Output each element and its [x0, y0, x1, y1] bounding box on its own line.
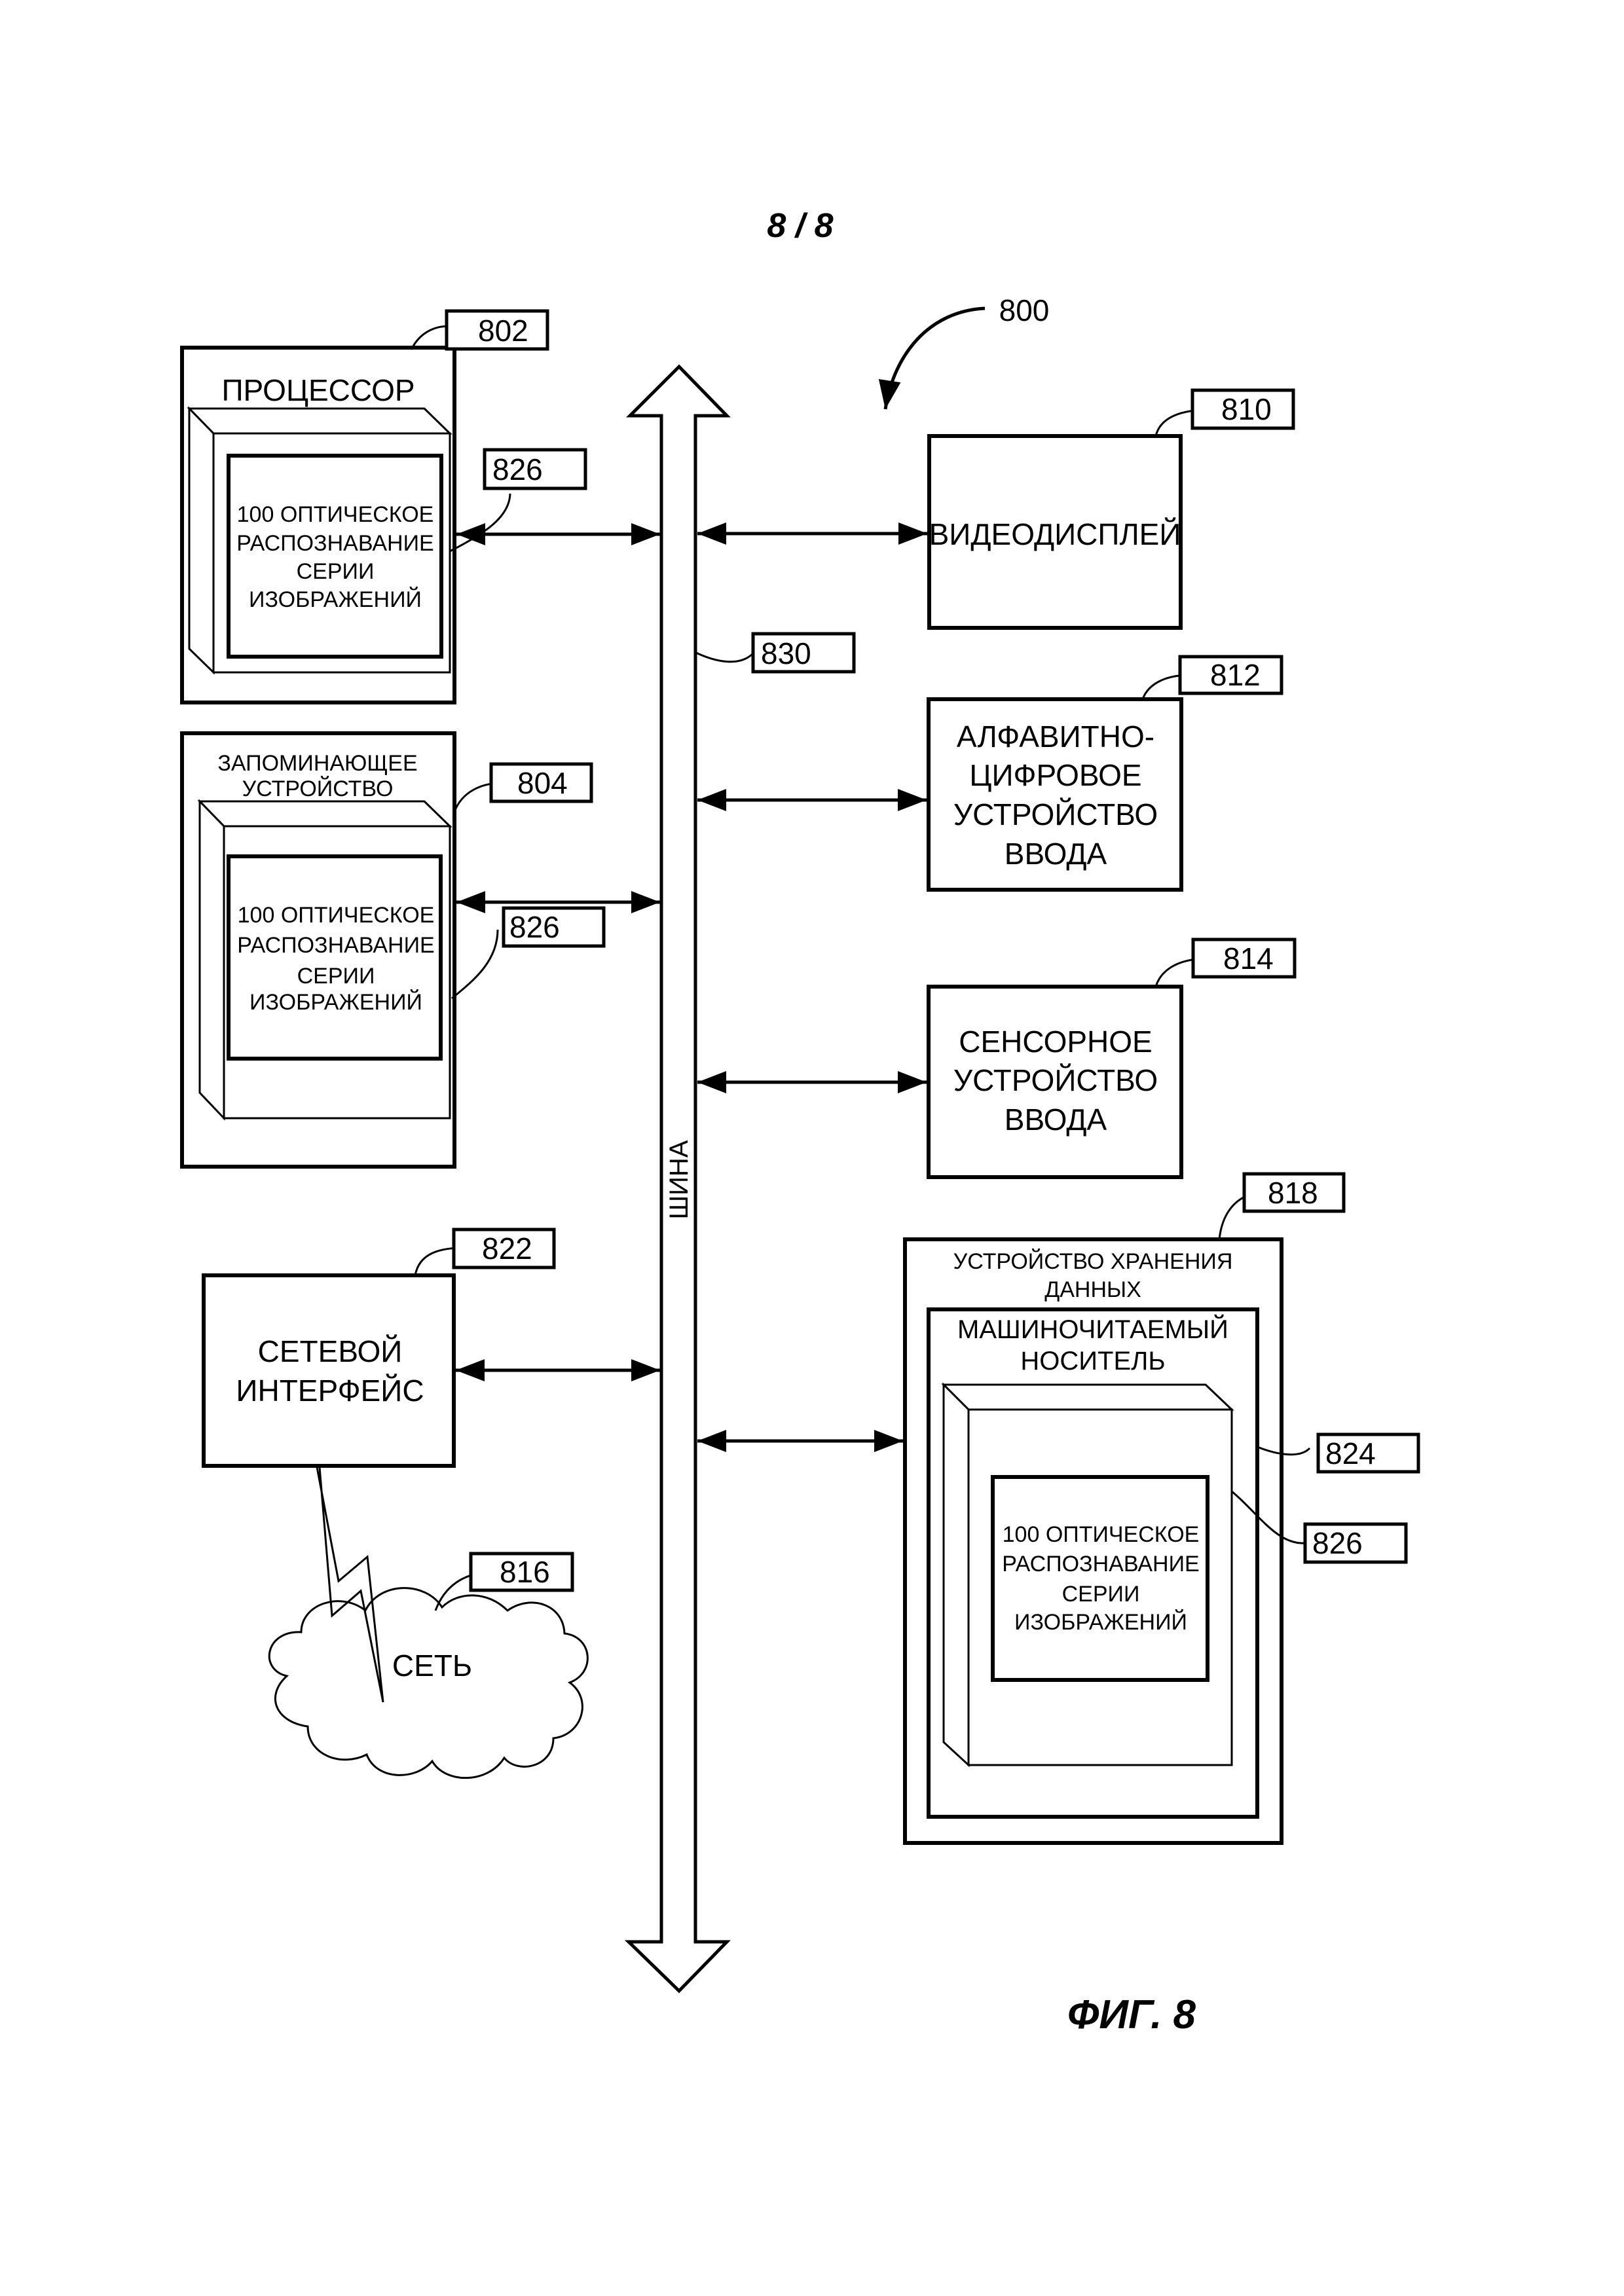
memory-title-line-2: УСТРОЙСТВО [242, 776, 394, 801]
processor-module-ref-label: 826 [492, 452, 543, 486]
touch-input-ref-label: 814 [1223, 941, 1274, 975]
alphanumeric-input-line-2: ЦИФРОВОЕ [969, 758, 1141, 792]
memory-title-line-1: ЗАПОМИНАЮЩЕЕ [217, 751, 417, 776]
alphanumeric-input-line-4: ВВОДА [1005, 837, 1107, 871]
storage-module-line-1: 100 ОПТИЧЕСКОЕ [1003, 1522, 1200, 1547]
alphanumeric-input-block: АЛФАВИТНО- ЦИФРОВОЕ УСТРОЙСТВО ВВОДА [929, 699, 1181, 890]
data-storage-title-line-2: ДАННЫХ [1044, 1277, 1141, 1302]
memory-module-line-1: 100 ОПТИЧЕСКОЕ [238, 903, 435, 928]
data-storage-block: УСТРОЙСТВО ХРАНЕНИЯ ДАННЫХ МАШИНОЧИТАЕМЫ… [905, 1239, 1282, 1843]
system-ref-arrow [885, 308, 985, 409]
medium-ref-label: 824 [1325, 1436, 1376, 1470]
processor-module-ref-leader [450, 494, 510, 551]
memory-module-ref-leader [452, 930, 498, 998]
network-cloud: СЕТЬ [269, 1588, 587, 1778]
video-display-ref-label: 810 [1221, 392, 1272, 426]
bus-ref-leader [696, 653, 753, 662]
alphanumeric-input-ref-label: 812 [1210, 658, 1261, 692]
bus: ШИНА [629, 367, 727, 1991]
processor-module-line-4: ИЗОБРАЖЕНИЙ [249, 587, 422, 612]
medium-title-line-1: МАШИНОЧИТАЕМЫЙ [957, 1314, 1228, 1344]
network-interface-ref-label: 822 [482, 1231, 532, 1266]
processor-ref-label: 802 [478, 314, 528, 348]
wireless-link-icon [317, 1467, 383, 1702]
touch-input-line-3: ВВОДА [1005, 1102, 1107, 1137]
data-storage-title-line-1: УСТРОЙСТВО ХРАНЕНИЯ [953, 1249, 1233, 1274]
processor-module-line-1: 100 ОПТИЧЕСКОЕ [237, 502, 434, 527]
network-ref-label: 816 [500, 1555, 550, 1589]
video-display-label: ВИДЕОДИСПЛЕЙ [929, 517, 1181, 551]
system-ref-label: 800 [999, 293, 1050, 327]
medium-title-line-2: НОСИТЕЛЬ [1020, 1347, 1165, 1376]
storage-module-line-4: ИЗОБРАЖЕНИЙ [1014, 1610, 1187, 1635]
video-display-block: ВИДЕОДИСПЛЕЙ [929, 436, 1181, 628]
data-storage-ref-label: 818 [1268, 1176, 1318, 1210]
bus-label: ШИНА [665, 1140, 693, 1219]
network-interface-line-1: СЕТЕВОЙ [258, 1334, 403, 1368]
storage-module-line-3: СЕРИИ [1062, 1582, 1140, 1607]
processor-module-line-3: СЕРИИ [297, 559, 375, 584]
memory-block: ЗАПОМИНАЮЩЕЕ УСТРОЙСТВО 100 ОПТИЧЕСКОЕ Р… [182, 733, 454, 1167]
network-interface-line-2: ИНТЕРФЕЙС [236, 1374, 424, 1408]
network-label: СЕТЬ [392, 1649, 472, 1683]
memory-module-line-3: СЕРИИ [297, 964, 375, 989]
memory-ref-label: 804 [517, 766, 568, 800]
alphanumeric-input-line-1: АЛФАВИТНО- [957, 720, 1154, 754]
storage-module-ref-label: 826 [1312, 1526, 1363, 1560]
processor-title: ПРОЦЕССОР [221, 373, 415, 407]
bus-ref-label: 830 [761, 636, 811, 670]
network-interface-block: СЕТЕВОЙ ИНТЕРФЕЙС [204, 1275, 454, 1466]
processor-block: ПРОЦЕССОР 100 ОПТИЧЕСКОЕ РАСПОЗНАВАНИЕ С… [182, 348, 454, 702]
sheet-number: 8 / 8 [767, 207, 833, 245]
processor-module-line-2: РАСПОЗНАВАНИЕ [236, 531, 434, 556]
memory-module-line-2: РАСПОЗНАВАНИЕ [237, 933, 434, 958]
memory-module-ref-label: 826 [509, 910, 560, 944]
storage-module-line-2: РАСПОЗНАВАНИЕ [1002, 1552, 1199, 1576]
alphanumeric-input-line-3: УСТРОЙСТВО [953, 797, 1158, 831]
touch-input-block: СЕНСОРНОЕ УСТРОЙСТВО ВВОДА [929, 987, 1181, 1177]
figure-caption: ФИГ. 8 [1067, 1992, 1196, 2037]
touch-input-line-2: УСТРОЙСТВО [953, 1063, 1158, 1097]
memory-module-line-4: ИЗОБРАЖЕНИЙ [249, 990, 422, 1015]
machine-readable-medium-block: МАШИНОЧИТАЕМЫЙ НОСИТЕЛЬ 100 ОПТИЧЕСКОЕ Р… [929, 1309, 1257, 1817]
touch-input-line-1: СЕНСОРНОЕ [959, 1025, 1152, 1059]
